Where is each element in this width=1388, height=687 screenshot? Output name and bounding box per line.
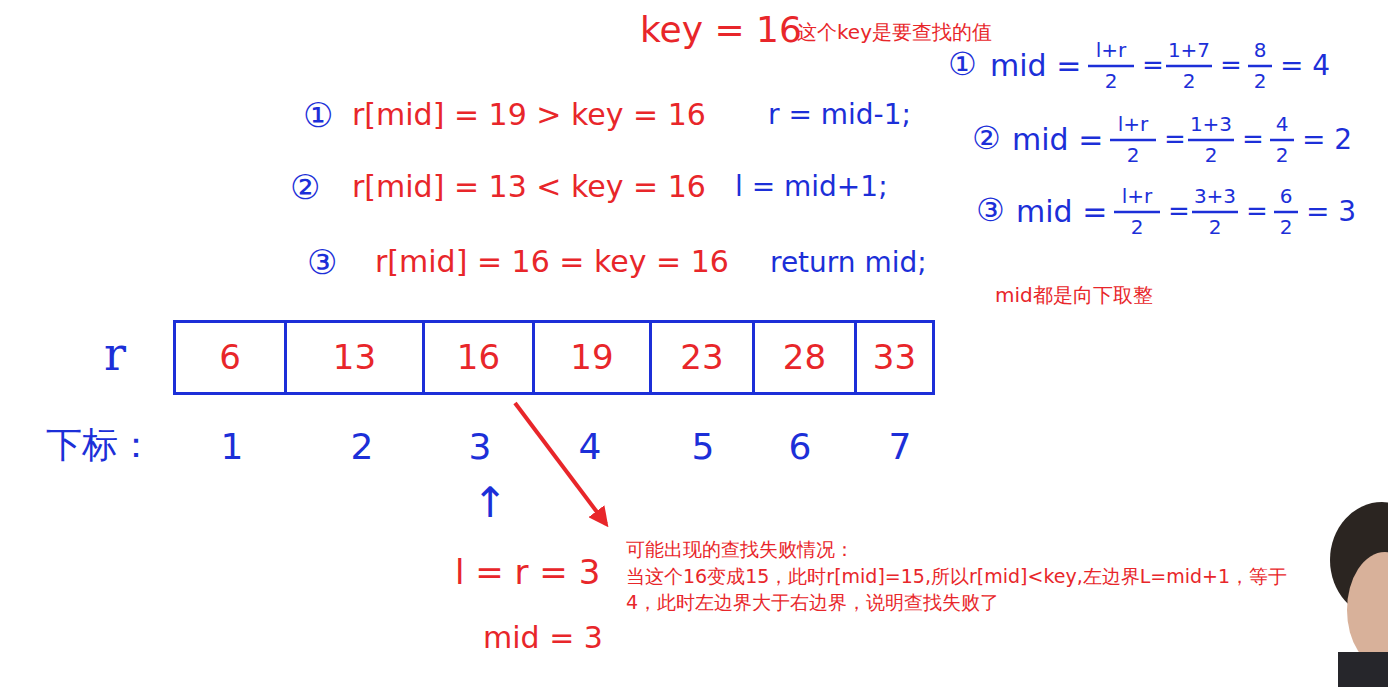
index-label: 下标： bbox=[46, 423, 154, 466]
index-number: 7 bbox=[875, 425, 925, 468]
fraction-bar bbox=[1248, 65, 1272, 68]
formula-result: = 4 bbox=[1280, 49, 1330, 83]
pointer-arrow: ↑ bbox=[470, 478, 510, 528]
annotation: mid都是向下取整 bbox=[995, 283, 1153, 307]
formula-result: = 2 bbox=[1302, 123, 1352, 157]
array-box: 6131619232833r bbox=[173, 320, 935, 395]
fraction-denominator: 2 bbox=[1114, 215, 1160, 239]
index-number: 4 bbox=[565, 425, 615, 468]
note-text: 当这个16变成15，此时r[mid]=15,所以r[mid]<key,左边界L=… bbox=[626, 564, 1288, 615]
action-text: r = mid-1; bbox=[768, 98, 911, 132]
fraction-denominator: 2 bbox=[1088, 69, 1134, 93]
face bbox=[1347, 552, 1388, 668]
fraction-bar bbox=[1166, 65, 1212, 68]
formula-text: mid = bbox=[990, 48, 1081, 84]
index-number: 2 bbox=[337, 425, 387, 468]
fraction-numerator: l+r bbox=[1114, 184, 1160, 208]
fraction-denominator: 2 bbox=[1192, 215, 1238, 239]
array-cell: 16 bbox=[425, 323, 535, 392]
array-cell: 19 bbox=[535, 323, 652, 392]
cell-value: 6 bbox=[219, 337, 241, 378]
fraction-numerator: 1+7 bbox=[1166, 38, 1212, 62]
fraction-bar bbox=[1270, 139, 1294, 142]
fraction-bar bbox=[1192, 211, 1238, 214]
array-cell: 28 bbox=[755, 323, 857, 392]
cell-value: 23 bbox=[680, 337, 723, 378]
cell-value: 19 bbox=[570, 337, 613, 378]
fraction-numerator: 4 bbox=[1270, 112, 1294, 136]
index-number: 3 bbox=[455, 425, 505, 468]
array-cell: 33 bbox=[857, 323, 932, 392]
fraction-numerator: 8 bbox=[1248, 38, 1272, 62]
array-cell: 23 bbox=[652, 323, 755, 392]
fraction-numerator: 6 bbox=[1274, 184, 1298, 208]
equals-sign: = bbox=[1168, 196, 1190, 227]
fraction-bar bbox=[1188, 139, 1234, 142]
annotation: 这个key是要查找的值 bbox=[797, 20, 992, 44]
fraction-denominator: 2 bbox=[1270, 143, 1294, 167]
fraction-bar bbox=[1088, 65, 1134, 68]
equals-sign: = bbox=[1142, 50, 1164, 81]
index-number: 1 bbox=[207, 425, 257, 468]
pointer-text: l = r = 3 bbox=[455, 552, 600, 593]
comparison-text: r[mid] = 19 > key = 16 bbox=[352, 97, 706, 133]
fraction-denominator: 2 bbox=[1274, 215, 1298, 239]
note-heading: 可能出现的查找失败情况： bbox=[626, 538, 854, 561]
equals-sign: = bbox=[1246, 196, 1268, 227]
cell-value: 13 bbox=[333, 337, 376, 378]
shirt bbox=[1338, 652, 1388, 687]
fraction-denominator: 2 bbox=[1248, 69, 1272, 93]
fraction-denominator: 2 bbox=[1188, 143, 1234, 167]
cell-value: 28 bbox=[783, 337, 826, 378]
fraction-denominator: 2 bbox=[1166, 69, 1212, 93]
formula-text: mid = bbox=[1016, 194, 1107, 230]
step-number: ② bbox=[290, 167, 320, 208]
fraction-numerator: l+r bbox=[1110, 112, 1156, 136]
equals-sign: = bbox=[1242, 124, 1264, 155]
formula-result: = 3 bbox=[1306, 195, 1356, 229]
step-number: ① bbox=[303, 95, 333, 136]
presenter-photo bbox=[1330, 502, 1388, 687]
action-text: l = mid+1; bbox=[735, 170, 888, 204]
fraction-denominator: 2 bbox=[1110, 143, 1156, 167]
step-number: ① bbox=[948, 45, 977, 83]
action-text: return mid; bbox=[770, 246, 927, 280]
step-number: ③ bbox=[307, 242, 337, 283]
index-number: 6 bbox=[775, 425, 825, 468]
formula-text: mid = bbox=[1012, 122, 1103, 158]
array-cell: 13 bbox=[287, 323, 425, 392]
array-name: r bbox=[104, 327, 126, 382]
equals-sign: = bbox=[1220, 50, 1242, 81]
key-value: key = 16 bbox=[640, 8, 802, 51]
cell-value: 33 bbox=[873, 337, 916, 378]
step-number: ③ bbox=[976, 191, 1005, 229]
index-number: 5 bbox=[678, 425, 728, 468]
step-number: ② bbox=[972, 119, 1001, 157]
fraction-bar bbox=[1274, 211, 1298, 214]
array-cell: 6 bbox=[176, 323, 287, 392]
fraction-bars bbox=[1088, 66, 1298, 212]
fraction-numerator: 3+3 bbox=[1192, 184, 1238, 208]
pointer-text: mid = 3 bbox=[483, 620, 603, 656]
fraction-numerator: l+r bbox=[1088, 38, 1134, 62]
fraction-bar bbox=[1114, 211, 1160, 214]
comparison-text: r[mid] = 16 = key = 16 bbox=[375, 244, 729, 280]
equals-sign: = bbox=[1164, 124, 1186, 155]
fraction-bar bbox=[1110, 139, 1156, 142]
cell-value: 16 bbox=[457, 337, 500, 378]
fraction-numerator: 1+3 bbox=[1188, 112, 1234, 136]
comparison-text: r[mid] = 13 < key = 16 bbox=[352, 169, 706, 205]
